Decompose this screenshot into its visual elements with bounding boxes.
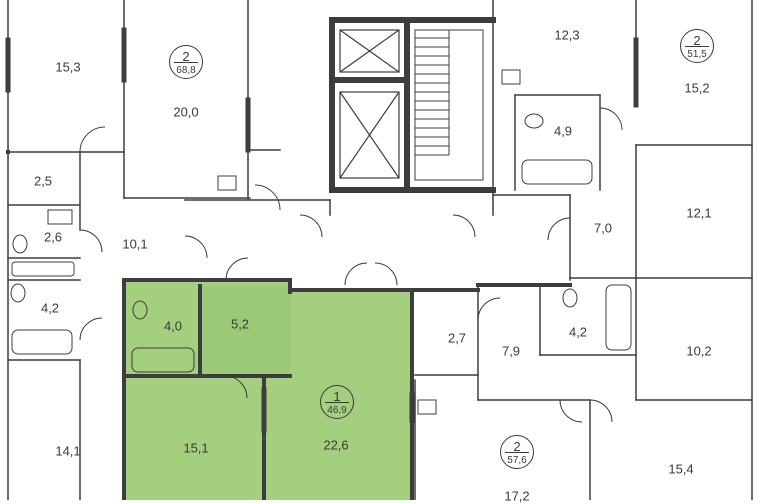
apartment-badge[interactable]: 2 68,8 (169, 45, 203, 79)
apartment-rooms: 2 (182, 49, 190, 64)
apartment-area: 51,5 (687, 49, 707, 60)
room-area-label: 10,1 (122, 236, 148, 252)
doors (79, 107, 623, 423)
apartment-area: 57,6 (507, 455, 527, 466)
highlighted-apartment[interactable] (124, 280, 414, 500)
room-area-label: 2,5 (33, 173, 53, 189)
room-area-label: 15,2 (684, 80, 710, 96)
room-area-label: 7,9 (501, 343, 521, 359)
badge-divider (505, 452, 529, 453)
apartment-badge[interactable]: 2 51,5 (680, 29, 714, 63)
room-area-label: 15,3 (55, 59, 81, 75)
room-area-label: 2,6 (43, 229, 63, 245)
badge-divider (174, 62, 198, 63)
room-area-label: 12,1 (686, 205, 712, 221)
room-area-label: 10,2 (686, 343, 712, 359)
room-area-label: 4,2 (568, 324, 588, 340)
room-area-label: 4,9 (553, 123, 573, 139)
apartment-badge[interactable]: 1 46,9 (320, 385, 354, 419)
room-area-label: 12,3 (554, 27, 580, 43)
room-area-label: 2,7 (447, 330, 467, 346)
apartment-area: 46,9 (327, 405, 347, 416)
walls (5, 0, 753, 500)
room-area-label: 4,2 (40, 300, 60, 316)
room-area-label: 7,0 (593, 220, 613, 236)
apartment-rooms: 2 (513, 439, 521, 454)
room-area-label: 14,1 (55, 443, 81, 459)
room-area-label: 15,1 (183, 440, 209, 456)
apartment-area: 68,8 (176, 65, 196, 76)
room-area-label: 22,6 (323, 437, 349, 453)
apartment-rooms: 2 (693, 33, 701, 48)
badge-divider (325, 402, 349, 403)
sanitary-fixtures (10, 69, 632, 415)
elevator-shafts (339, 29, 400, 179)
staircase (414, 29, 484, 181)
room-area-label: 20,0 (173, 104, 199, 120)
room-area-label: 5,2 (230, 316, 250, 332)
room-area-label: 15,4 (668, 461, 694, 477)
apartment-rooms: 1 (333, 389, 341, 404)
room-area-label: 4,0 (163, 318, 183, 334)
badge-divider (685, 46, 709, 47)
apartment-badge[interactable]: 2 57,6 (500, 435, 534, 469)
room-area-label: 17,2 (504, 488, 530, 504)
